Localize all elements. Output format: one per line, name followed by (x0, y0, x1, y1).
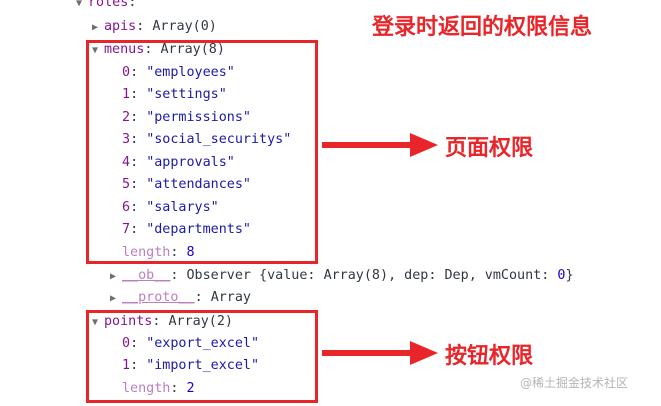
roles-key: roles (88, 0, 129, 10)
points-key: points (104, 314, 153, 329)
menus-key: menus (104, 42, 145, 57)
list-item: 5: "attendances" (122, 177, 251, 192)
watermark: @稀土掘金技术社区 (520, 376, 629, 390)
list-item: 1: "import_excel" (122, 358, 260, 373)
expand-triangle-icon[interactable]: ▶ (92, 22, 99, 33)
list-item: 2: "permissions" (122, 110, 251, 125)
collapse-triangle-icon[interactable]: ▼ (76, 0, 83, 9)
menus-value: Array(8) (160, 42, 225, 57)
apis-key: apis (104, 19, 137, 34)
menus-row[interactable]: ▼menus: Array(8) (92, 39, 225, 61)
annotation-page-permission: 页面权限 (445, 136, 534, 161)
length-row: length: 2 (122, 381, 195, 396)
collapse-triangle-icon[interactable]: ▼ (92, 45, 99, 56)
list-item: 0: "employees" (122, 65, 235, 80)
collapse-triangle-icon[interactable]: ▼ (92, 317, 99, 328)
points-value: Array(2) (168, 314, 234, 329)
ob-key: __ob__ (122, 268, 171, 283)
roles-row[interactable]: ▼roles: (76, 0, 136, 14)
apis-value: Array(0) (152, 19, 217, 34)
points-row[interactable]: ▼points: Array(2) (92, 311, 233, 333)
menus-highlight-box (86, 40, 318, 264)
ob-row[interactable]: ▶__ob__: Observer {value: Array(8), dep:… (110, 265, 574, 287)
arrow-right-icon (322, 133, 438, 157)
proto-key: __proto__ (122, 290, 195, 305)
annotation-button-permission: 按钮权限 (445, 344, 534, 369)
proto-row[interactable]: ▶__proto__: Array (110, 287, 251, 309)
length-row: length: 8 (122, 245, 195, 260)
expand-triangle-icon[interactable]: ▶ (110, 293, 117, 304)
list-item: 7: "departments" (122, 222, 251, 237)
list-item: 0: "export_excel" (122, 336, 260, 351)
list-item: 4: "approvals" (122, 155, 235, 170)
list-item: 1: "settings" (122, 87, 227, 102)
points-highlight-box (86, 310, 318, 403)
list-item: 3: "social_securitys" (122, 132, 292, 147)
apis-row[interactable]: ▶apis: Array(0) (92, 16, 217, 38)
expand-triangle-icon[interactable]: ▶ (110, 271, 117, 282)
annotation-title: 登录时返回的权限信息 (372, 15, 593, 40)
list-item: 6: "salarys" (122, 200, 219, 215)
arrow-right-icon (322, 341, 438, 365)
